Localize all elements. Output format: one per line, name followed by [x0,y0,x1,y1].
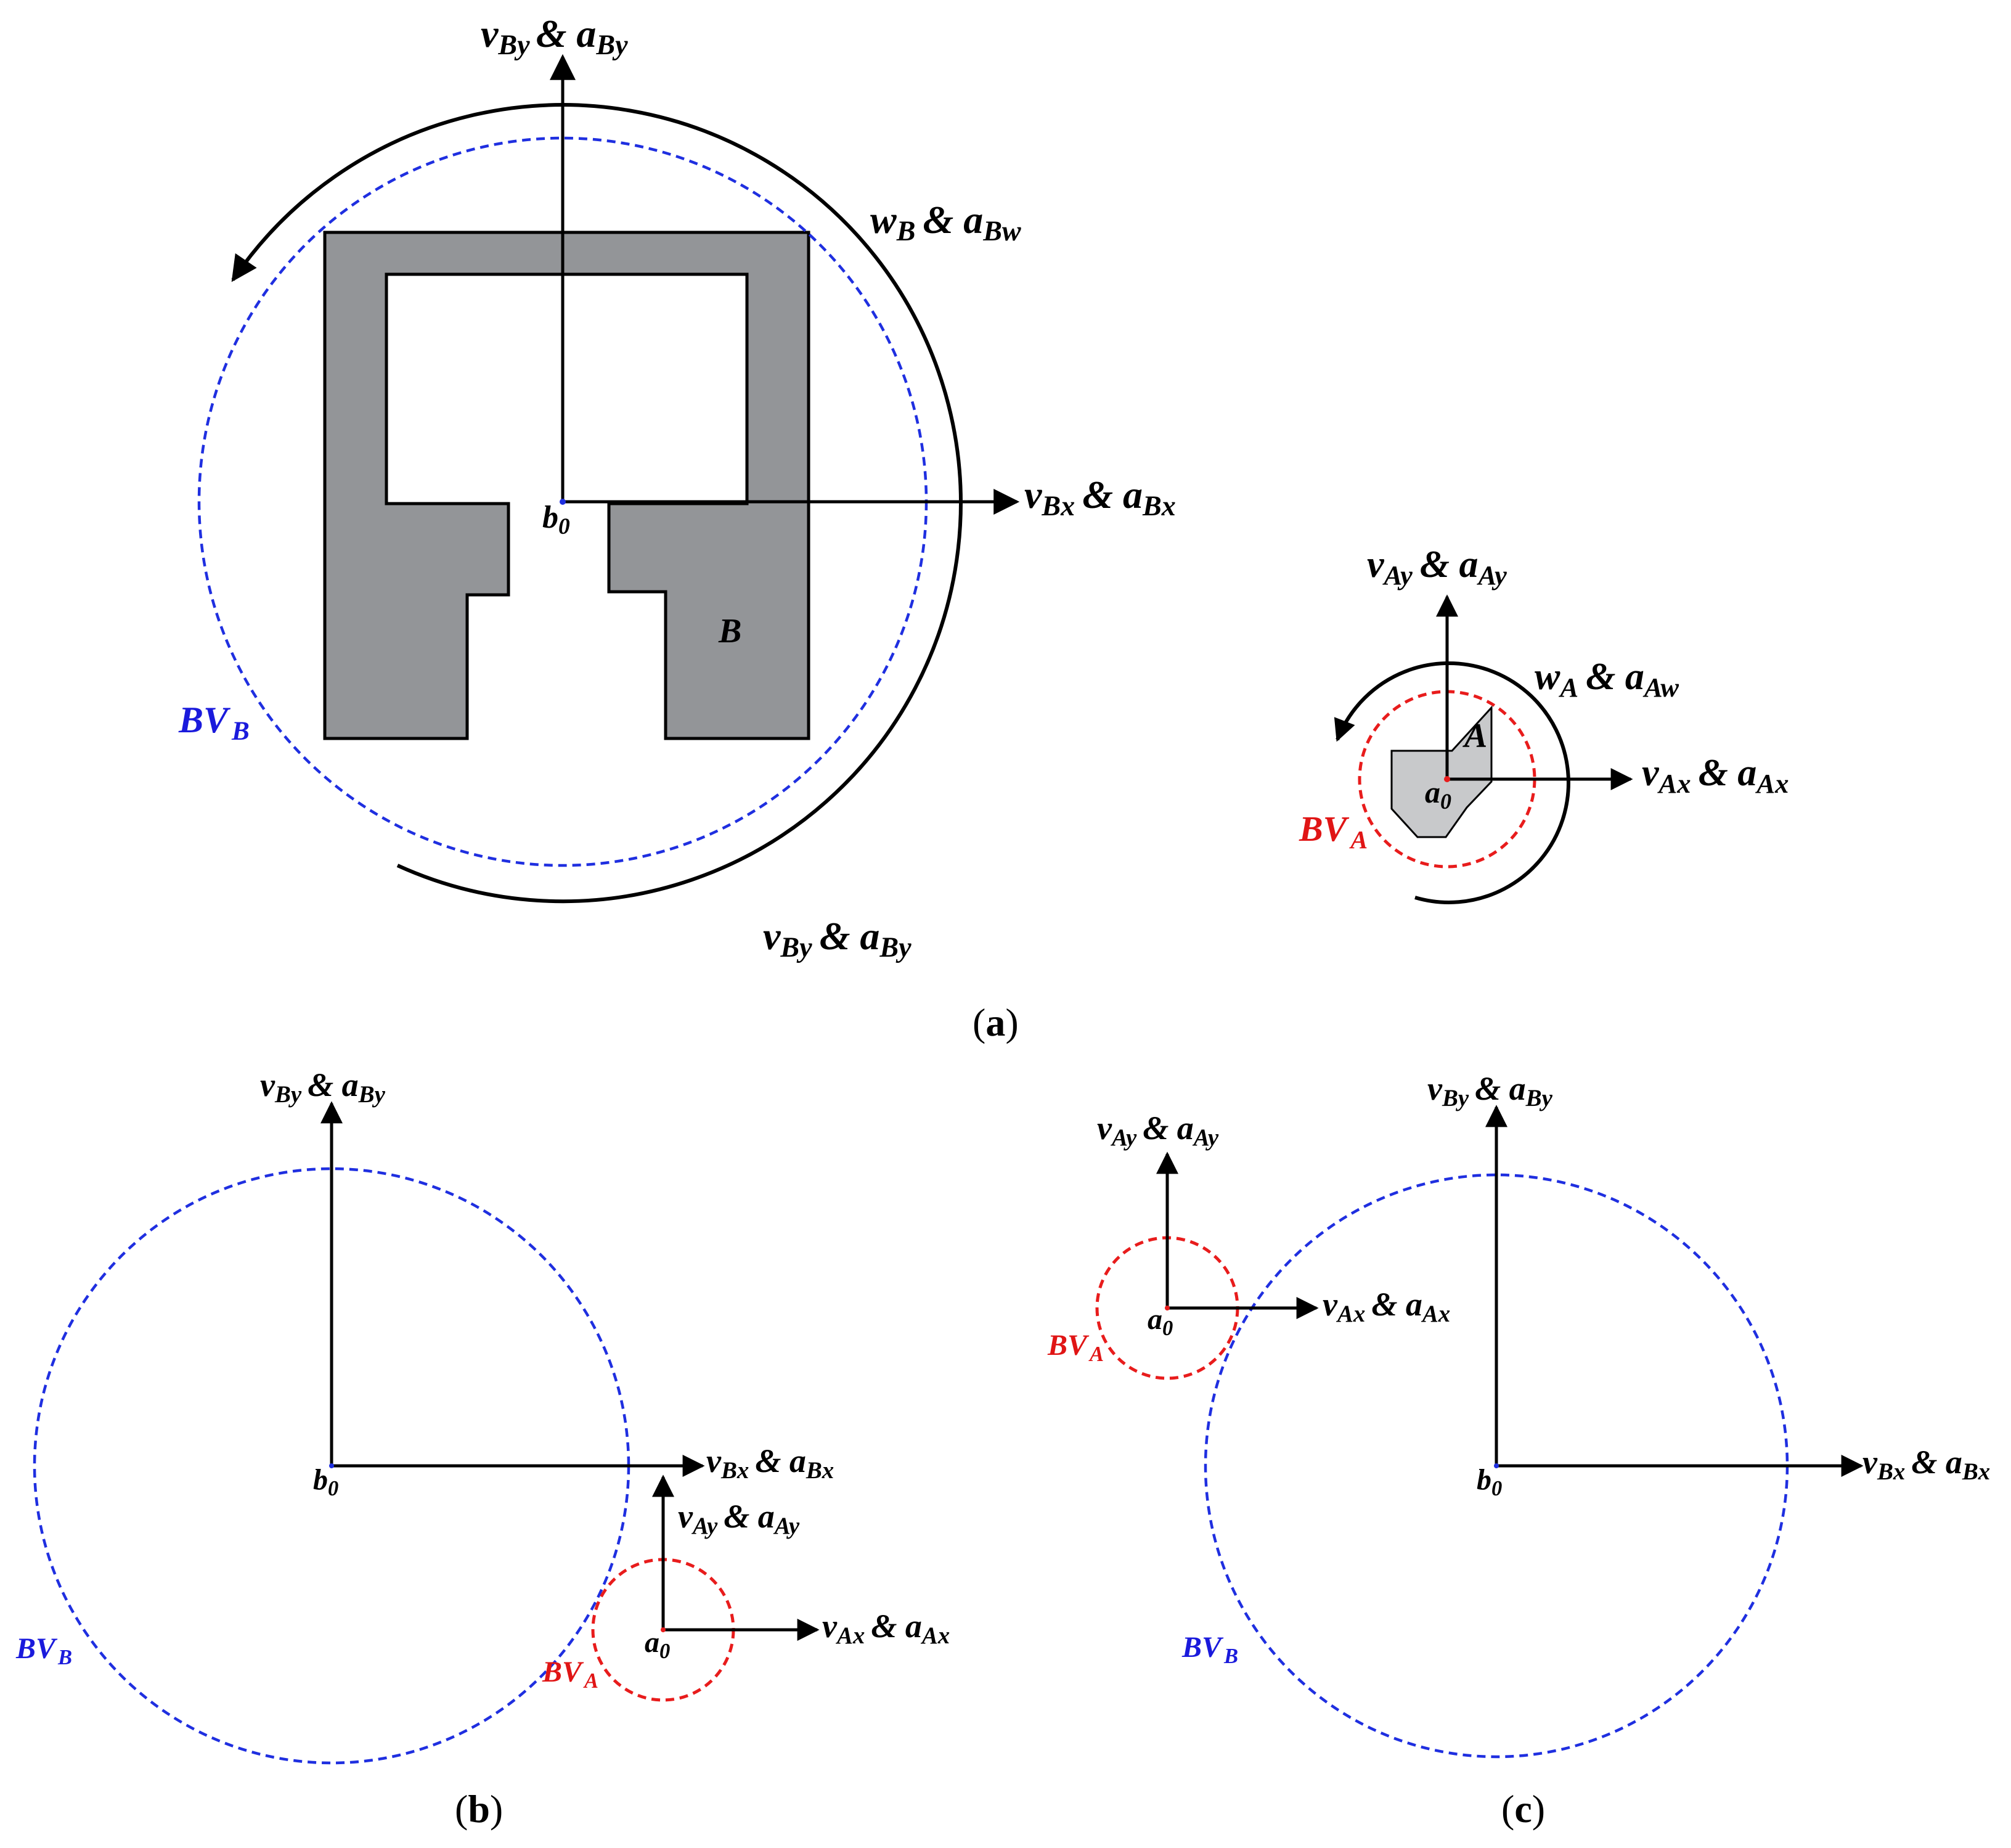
label-vay: vAy& aAy [678,1498,800,1539]
label-vby: vBy& aBy [260,1066,386,1108]
label-a0: a0 [645,1626,670,1663]
label-a0: a0 [1425,775,1451,814]
label-wa: wA& aAw [1535,656,1679,703]
panel-c: vBy& aBy vBx& aBx b0 vAy& aAy vAx& aAx a… [1047,1070,1990,1831]
label-vax: vAx& aAx [1323,1286,1450,1327]
caption-c: (c) [1501,1787,1545,1831]
label-vax: vAx& aAx [822,1608,950,1649]
object-a-shape [1390,705,1493,838]
panel-b: vBy& aBy vBx& aBx b0 vAy& aAy vAx& aAx a… [15,1066,950,1831]
caption-a: (a) [973,1000,1019,1044]
label-vbx: vBx& aBx [1024,473,1176,521]
origin-b0-dot [1494,1463,1499,1468]
origin-b0-dot [329,1463,334,1468]
rotation-arrow-a [1334,661,1570,904]
origin-a0-dot [661,1627,666,1632]
label-vby-top: vBy& aBy [481,12,628,60]
label-b0: b0 [542,500,570,539]
origin-a0-dot [1444,776,1450,782]
label-vay: vAy& aAy [1097,1110,1219,1151]
label-object-a: A [1462,717,1487,755]
rotation-arrow-b [231,103,963,904]
object-b-shape [323,231,810,740]
label-vay: vAy& aAy [1367,544,1507,591]
origin-b0-dot [560,499,566,505]
caption-b: (b) [455,1787,503,1831]
label-vby-bottom: vBy& aBy [763,914,912,963]
label-vby: vBy& aBy [1427,1070,1553,1111]
label-object-b: B [718,612,741,650]
label-b0: b0 [313,1463,338,1500]
label-vbx: vBx& aBx [706,1442,834,1484]
origin-a0-dot [1165,1306,1170,1310]
label-vax: vAx& aAx [1642,752,1789,799]
label-wb: wB& aBw [870,198,1021,247]
label-a0: a0 [1148,1303,1173,1340]
label-vbx: vBx& aBx [1862,1444,1990,1485]
label-b0: b0 [1477,1463,1502,1500]
